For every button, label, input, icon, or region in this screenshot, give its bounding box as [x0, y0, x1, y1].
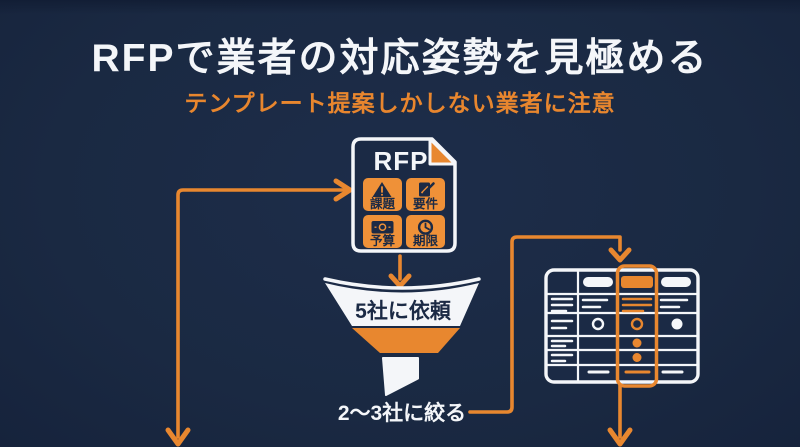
table-header-pills	[583, 276, 691, 288]
table-frame	[544, 268, 700, 384]
page-subtitle: テンプレート提案しかしない業者に注意	[184, 90, 616, 116]
table-rating-circles	[591, 317, 683, 331]
funnel: 5社に依頼	[323, 277, 481, 396]
comparison-table	[544, 264, 700, 388]
arrowhead-right-icon	[333, 178, 353, 202]
funnel-cone	[352, 328, 460, 353]
arrowhead-down-icon	[388, 273, 412, 289]
narrow-down-label: 2〜3社に絞る	[338, 401, 466, 425]
rfp-section-label: 要件	[413, 196, 439, 211]
highlighted-column-box	[615, 264, 659, 388]
folded-corner-icon	[428, 137, 457, 166]
rfp-section-kigen: 期限	[406, 215, 445, 248]
doc-to-funnel-arrow	[388, 254, 412, 289]
arrowhead-down-icon	[165, 427, 191, 447]
warning-icon	[372, 182, 392, 197]
banknote-icon	[371, 221, 394, 234]
funnel-label: 5社に依頼	[355, 299, 452, 323]
funnel-spout	[382, 357, 419, 396]
result-to-table-connector	[468, 235, 632, 414]
rfp-section-label: 予算	[370, 233, 396, 248]
rfp-section-label: 課題	[370, 196, 396, 211]
clock-icon	[417, 219, 434, 235]
rfp-section-yoken: 要件	[406, 178, 445, 211]
arrowhead-down-icon	[608, 247, 632, 263]
rfp-document-title: RFP	[374, 146, 429, 176]
funnel-rim	[323, 277, 481, 290]
arrowhead-down-icon	[607, 427, 633, 447]
page-title: RFPで業者の対応姿勢を見極める	[91, 37, 709, 80]
rfp-section-kadai: 課題	[363, 178, 402, 211]
table-text-dashes	[581, 297, 689, 313]
table-grid	[546, 270, 698, 382]
rfp-document: RFP 課題 要件	[351, 137, 457, 253]
table-highlight-dots	[632, 338, 642, 362]
table-output-arrow	[607, 383, 633, 447]
table-row-labels	[550, 297, 574, 363]
rfp-section-label: 期限	[413, 233, 439, 248]
rfp-section-yosan: 予算	[363, 215, 402, 248]
funnel-bowl	[325, 283, 479, 326]
document-edit-icon	[419, 182, 435, 197]
loop-arrow	[165, 178, 353, 447]
